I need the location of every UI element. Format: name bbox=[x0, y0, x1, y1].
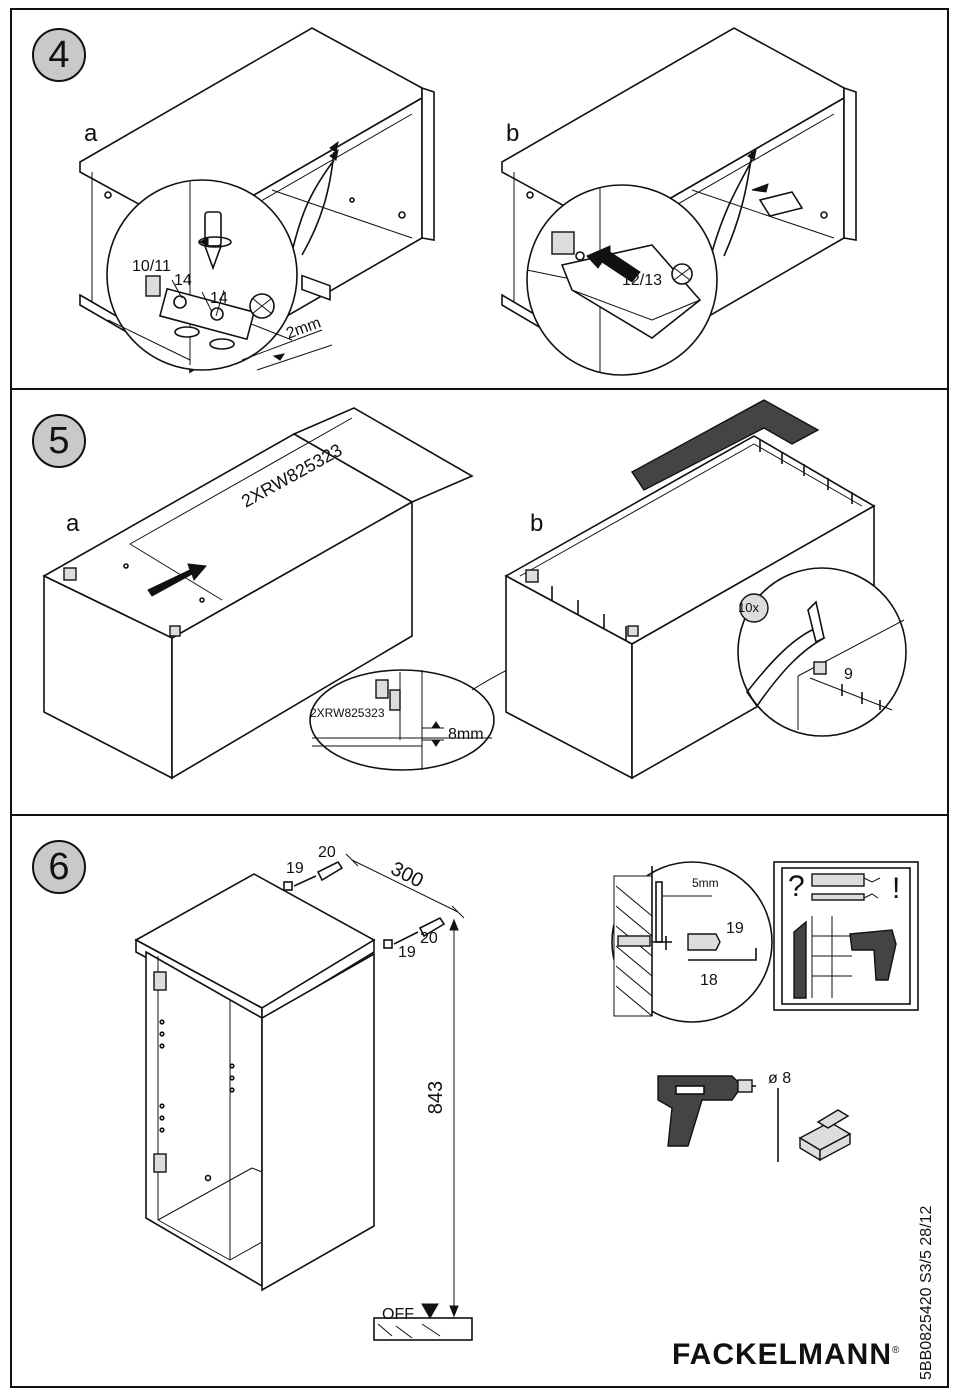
part-12-13-label: 12/13 bbox=[622, 272, 663, 289]
step-5b-label: b bbox=[530, 510, 544, 537]
hinge-a bbox=[291, 140, 339, 301]
warning-box bbox=[773, 861, 919, 1011]
height-843-label: 843 bbox=[425, 1080, 448, 1115]
wall-fixings bbox=[283, 853, 473, 1341]
wall-detail-circle bbox=[611, 861, 773, 1023]
detail-circle-a bbox=[106, 179, 333, 371]
warning-question: ? bbox=[788, 870, 805, 903]
back-panel-strip bbox=[630, 399, 820, 491]
step-4-drawing bbox=[79, 27, 857, 376]
cabinet-6 bbox=[134, 873, 376, 1292]
step-6-drawing bbox=[134, 853, 919, 1341]
detail-code-label: 2XRW825323 bbox=[310, 706, 385, 720]
drill-bit-size-label: ø 8 bbox=[768, 1070, 792, 1087]
floor-label: OFF bbox=[382, 1306, 414, 1323]
part-9-label: 9 bbox=[844, 666, 853, 683]
brand-name: FACKELMANN bbox=[672, 1338, 892, 1371]
step-5-number: 5 bbox=[32, 414, 86, 468]
document-code: 5BB0825420 S3/5 28/12 bbox=[918, 1205, 935, 1380]
step-5a-label: a bbox=[66, 510, 80, 537]
brand-logo: FACKELMANN® bbox=[672, 1338, 900, 1372]
step-4b-label: b bbox=[506, 120, 520, 147]
step-6-panel: 6 19 20 300 19 20 843 OFF 5mm 19 18 ? ! … bbox=[10, 816, 949, 1388]
drill-and-bit bbox=[657, 1075, 852, 1162]
nail-count-label: 10x bbox=[738, 600, 759, 615]
part-14-label-1: 14 bbox=[174, 272, 192, 289]
part-10-11-label: 10/11 bbox=[132, 258, 171, 275]
part-19-label-1: 19 bbox=[286, 860, 304, 877]
part-18-label: 18 bbox=[700, 972, 718, 989]
warning-exclamation: ! bbox=[892, 872, 901, 905]
part-19-label-3: 19 bbox=[726, 920, 744, 937]
step-4a-label: a bbox=[84, 120, 98, 147]
step-5-panel: 5 a b 2XRW825323 2XRW825323 8mm 10x 9 bbox=[10, 390, 949, 816]
part-20-label-2: 20 bbox=[420, 930, 438, 947]
step-5-drawing bbox=[42, 399, 907, 780]
part-20-label-1: 20 bbox=[318, 844, 336, 861]
wall-gap-label: 5mm bbox=[692, 876, 719, 890]
part-19-label-2: 19 bbox=[398, 944, 416, 961]
step-4-number: 4 bbox=[32, 28, 86, 82]
detail-circle-b bbox=[526, 184, 718, 376]
part-14-label-2: 14 bbox=[210, 290, 228, 307]
detail-circle-nails bbox=[737, 567, 907, 737]
step-4-panel: 4 a b 10/11 14 14 2mm 12/13 bbox=[10, 8, 949, 390]
offset-8mm-label: 8mm bbox=[448, 726, 484, 743]
step-6-number: 6 bbox=[32, 840, 86, 894]
cabinet-5a bbox=[42, 407, 474, 780]
brand-registered-mark: ® bbox=[892, 1345, 901, 1356]
